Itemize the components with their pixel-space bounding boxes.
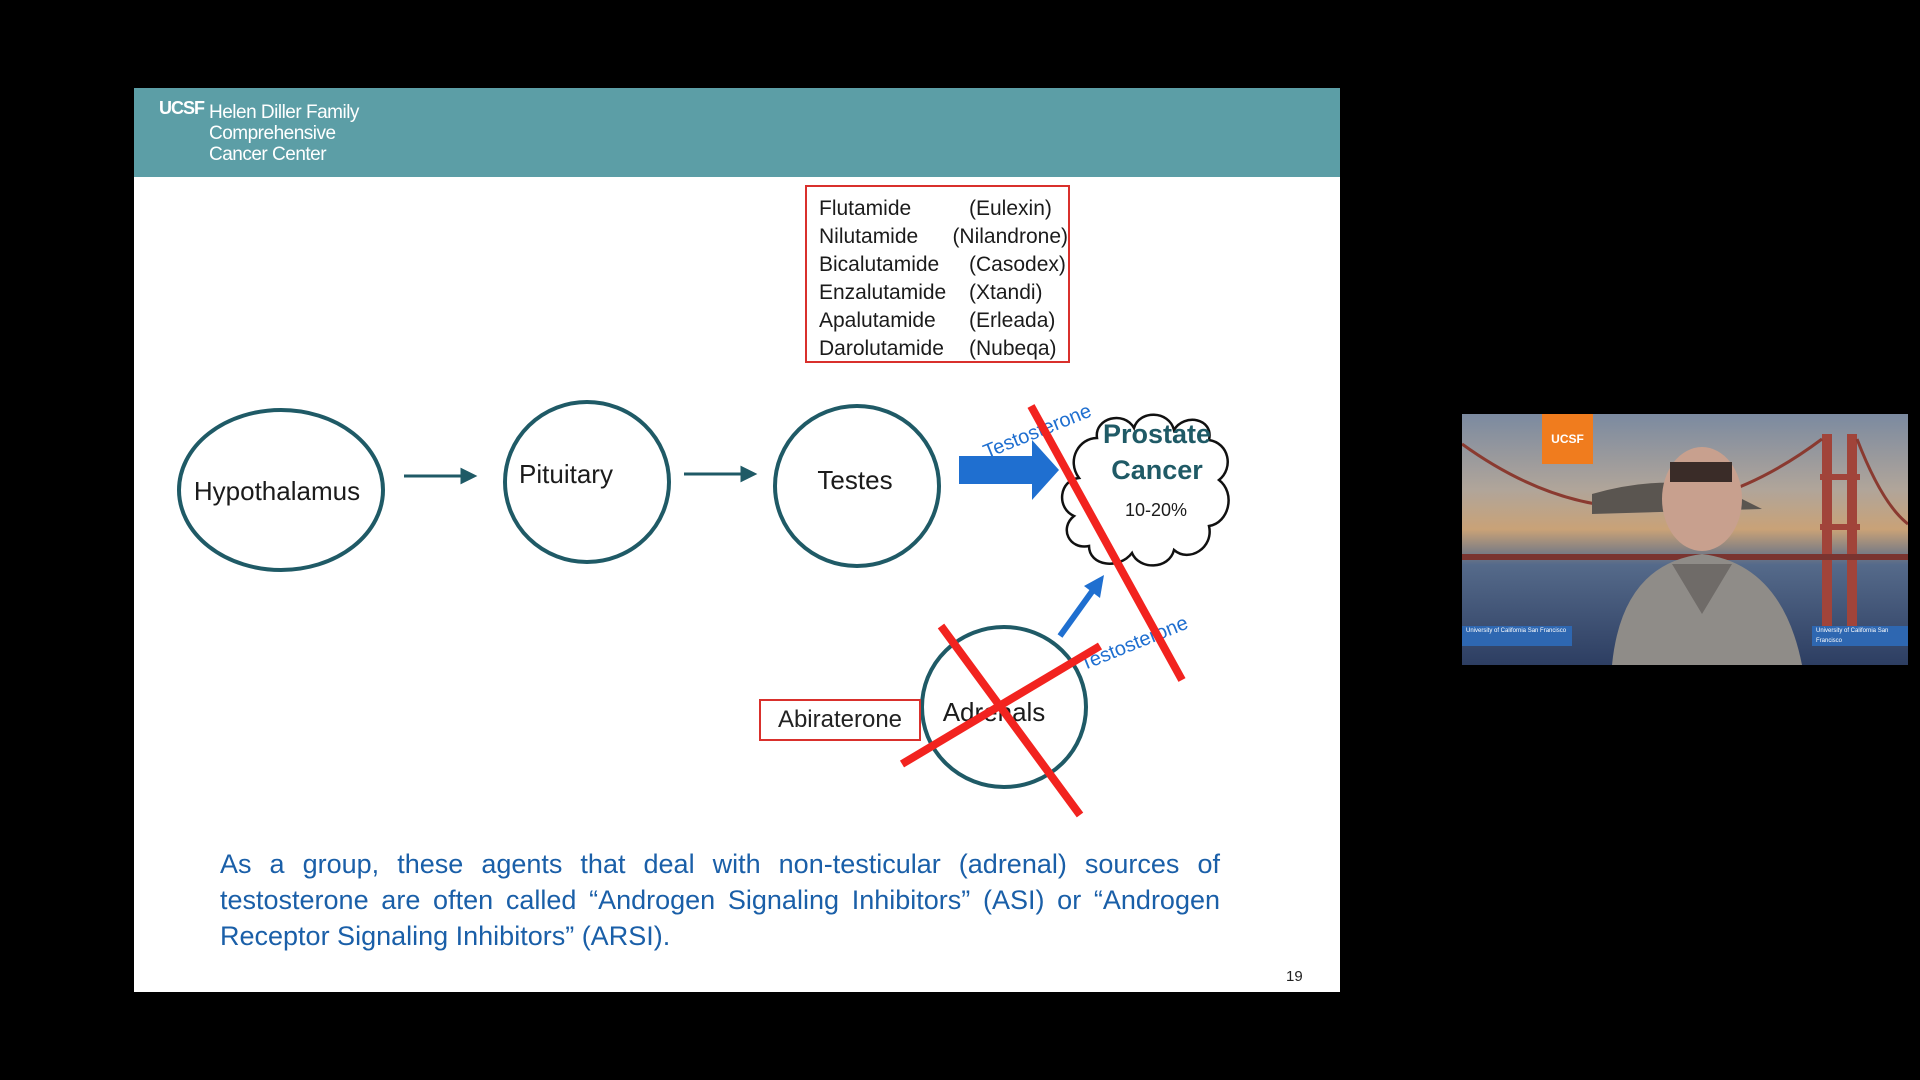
prostate-cancer-cloud bbox=[1060, 413, 1230, 567]
pituitary-node bbox=[503, 400, 671, 564]
webcam-background-image bbox=[1462, 434, 1908, 665]
drug-row: Flutamide (Eulexin) bbox=[819, 195, 1068, 223]
red-block-line-testosterone bbox=[1027, 404, 1186, 682]
drug-brand-name: (Casodex) bbox=[969, 253, 1066, 276]
antiandrogen-drug-list: Flutamide (Eulexin) Nilutamide (Nilandro… bbox=[805, 185, 1070, 363]
institution-line: Cancer Center bbox=[209, 144, 327, 165]
red-cross-adrenals bbox=[937, 623, 1084, 818]
slide-caption: As a group, these agents that deal with … bbox=[220, 849, 1220, 951]
testes-node bbox=[773, 404, 941, 568]
drug-brand-name: (Nubeqa) bbox=[969, 337, 1057, 360]
institution-line: Helen Diller Family bbox=[209, 102, 359, 123]
drug-row: Bicalutamide (Casodex) bbox=[819, 251, 1068, 279]
drug-generic-name: Bicalutamide bbox=[819, 253, 940, 276]
drug-generic-name: Nilutamide bbox=[819, 225, 919, 248]
prostate-cancer-title: Prostate bbox=[1103, 419, 1211, 449]
presentation-slide: UCSF Helen Diller Family Comprehensive C… bbox=[134, 88, 1340, 992]
drug-brand-name: (Xtandi) bbox=[969, 281, 1043, 304]
red-cross-adrenals bbox=[899, 642, 1103, 768]
testes-label: Testes bbox=[817, 465, 892, 495]
arrow-hypothalamus-pituitary bbox=[404, 467, 478, 485]
drug-row: Darolutamide (Nubeqa) bbox=[819, 335, 1068, 363]
drug-brand-name: (Erleada) bbox=[969, 309, 1056, 332]
drug-generic-name: Apalutamide bbox=[819, 309, 936, 332]
webcam-banner-right: University of California San Francisco bbox=[1812, 626, 1908, 646]
presenter-webcam-feed: UCSF University of California San Franci… bbox=[1462, 414, 1908, 665]
hormone-pathway-diagram: Hypothalamus Pituitary Testes Adrenals P… bbox=[177, 400, 1230, 818]
webcam-banner-left: University of California San Francisco bbox=[1462, 626, 1572, 646]
institution-line: Comprehensive bbox=[209, 123, 336, 144]
ucsf-logo: UCSF bbox=[159, 98, 205, 118]
drug-brand-name: (Eulexin) bbox=[969, 197, 1052, 220]
hypothalamus-node bbox=[177, 408, 385, 572]
drug-row: Apalutamide (Erleada) bbox=[819, 307, 1068, 335]
drug-row: Nilutamide (Nilandrone) bbox=[819, 223, 1068, 251]
pituitary-label: Pituitary bbox=[519, 459, 613, 489]
arrow-pituitary-testes bbox=[684, 465, 758, 483]
drug-generic-name: Darolutamide bbox=[819, 337, 944, 360]
drug-generic-name: Enzalutamide bbox=[819, 281, 947, 304]
hypothalamus-label: Hypothalamus bbox=[194, 476, 360, 506]
abiraterone-label: Abiraterone bbox=[759, 699, 921, 741]
testosterone-arrow-adrenals bbox=[1057, 575, 1104, 638]
ucsf-webcam-logo: UCSF bbox=[1542, 414, 1593, 464]
prostate-cancer-percent: 10-20% bbox=[1125, 500, 1187, 520]
slide-header-bar: UCSF Helen Diller Family Comprehensive C… bbox=[134, 88, 1340, 177]
institution-name: Helen Diller Family Comprehensive Cancer… bbox=[209, 102, 359, 165]
prostate-cancer-title: Cancer bbox=[1111, 455, 1203, 485]
drug-brand-name: (Nilandrone) bbox=[952, 225, 1068, 248]
testosterone-arrow-testes bbox=[959, 440, 1059, 500]
drug-row: Enzalutamide (Xtandi) bbox=[819, 279, 1068, 307]
drug-generic-name: Flutamide bbox=[819, 197, 912, 220]
slide-page-number: 19 bbox=[1286, 968, 1303, 985]
